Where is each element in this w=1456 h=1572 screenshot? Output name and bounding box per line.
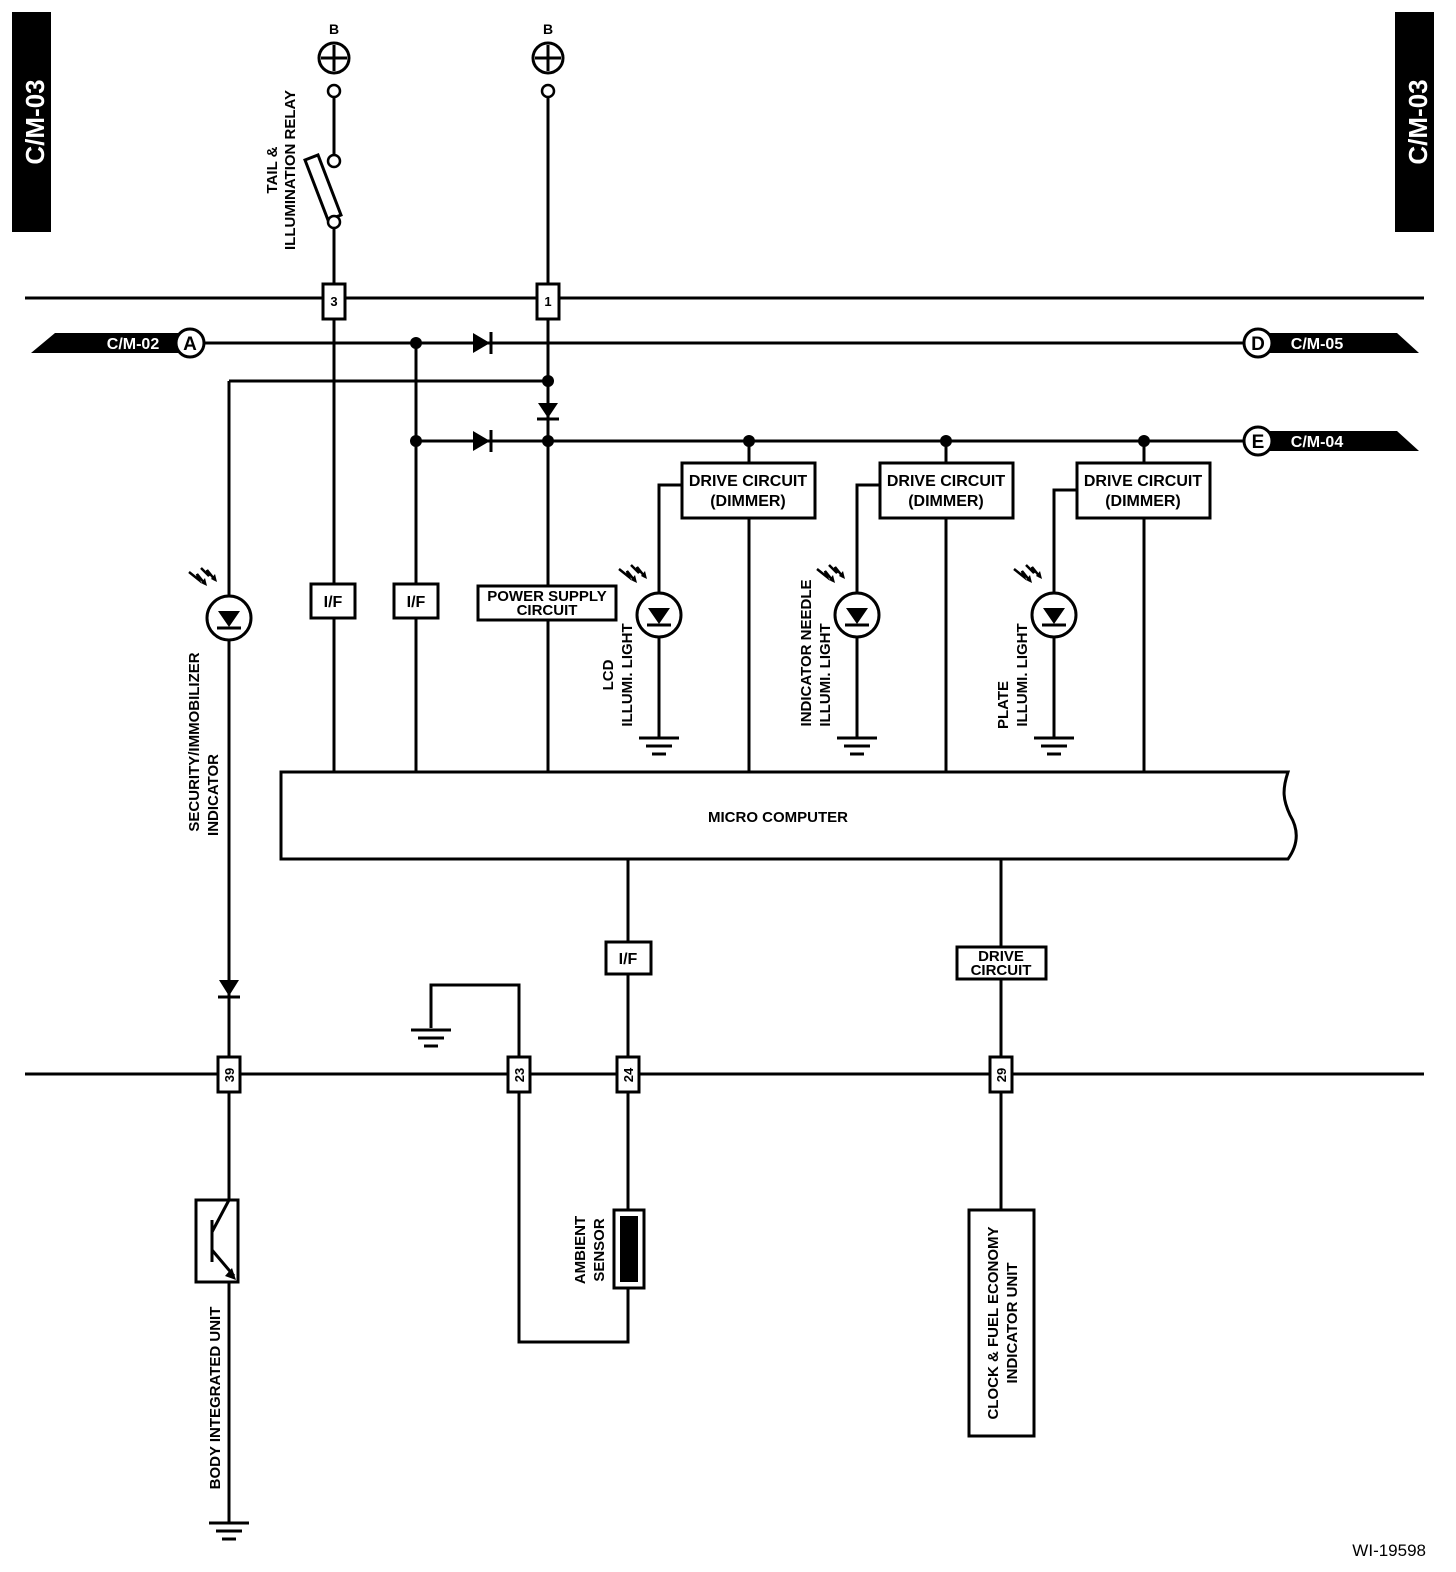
drive-circuit: DRIVE CIRCUIT — [955, 945, 1048, 981]
body-integrated-unit: BODY INTEGRATED UNIT — [194, 1092, 251, 1541]
drive-circuit-dimmer-2: DRIVE CIRCUIT (DIMMER) — [878, 461, 1015, 520]
svg-text:INDICATOR NEEDLE: INDICATOR NEEDLE — [798, 580, 815, 727]
drive-circuit-dimmer-1: DRIVE CIRCUIT (DIMMER) — [680, 461, 817, 520]
page-tag-right: C/M-03 — [1395, 12, 1434, 232]
svg-text:A: A — [183, 334, 197, 355]
svg-text:I/F: I/F — [407, 594, 426, 611]
svg-text:DRIVE CIRCUIT: DRIVE CIRCUIT — [887, 473, 1005, 490]
svg-text:3: 3 — [330, 294, 337, 309]
svg-text:D: D — [1251, 334, 1265, 355]
battery-terminal-right: B — [531, 21, 565, 99]
plate-illumi-light: PLATE ILLUMI. LIGHT — [995, 488, 1078, 756]
figure-id: WI-19598 — [1352, 1541, 1426, 1560]
page-tag-left: C/M-03 — [12, 12, 51, 232]
power-supply-circuit: POWER SUPPLY CIRCUIT — [476, 584, 618, 622]
diode-e — [473, 430, 493, 452]
diode-a — [473, 332, 493, 354]
svg-text:C/M-02: C/M-02 — [107, 336, 160, 353]
svg-text:MICRO COMPUTER: MICRO COMPUTER — [708, 809, 848, 826]
ambient-sensor: AMBIENT SENSOR — [517, 1092, 646, 1344]
svg-text:I/F: I/F — [619, 951, 638, 968]
svg-text:CIRCUIT: CIRCUIT — [971, 962, 1032, 979]
pin-29: 29 — [988, 1055, 1014, 1094]
connector-d: C/M-05 D — [1242, 327, 1419, 359]
svg-text:B: B — [543, 21, 553, 37]
svg-text:C/M-03: C/M-03 — [1403, 79, 1433, 164]
battery-terminal-left: B — [317, 21, 351, 99]
svg-text:(DIMMER): (DIMMER) — [908, 493, 984, 510]
tail-illumination-relay: TAIL & ILLUMINATION RELAY — [264, 90, 343, 284]
svg-text:C/M-05: C/M-05 — [1291, 336, 1344, 353]
pin-24: 24 — [615, 1055, 641, 1094]
svg-text:C/M-03: C/M-03 — [20, 79, 50, 164]
if-block-1: I/F — [309, 582, 357, 620]
svg-text:ILLUMI. LIGHT: ILLUMI. LIGHT — [619, 623, 636, 726]
pin-23: 23 — [506, 1055, 532, 1094]
svg-text:24: 24 — [621, 1067, 636, 1082]
svg-text:DRIVE: DRIVE — [978, 948, 1024, 965]
connector-e: C/M-04 E — [1242, 425, 1419, 457]
svg-text:B: B — [329, 21, 339, 37]
svg-text:29: 29 — [994, 1068, 1009, 1082]
svg-text:39: 39 — [222, 1068, 237, 1082]
pin-3: 3 — [321, 282, 347, 321]
svg-text:INDICATOR UNIT: INDICATOR UNIT — [1004, 1262, 1021, 1383]
svg-text:LCD: LCD — [600, 659, 617, 690]
pin-39: 39 — [216, 1055, 242, 1094]
micro-computer: MICRO COMPUTER — [279, 770, 1298, 861]
svg-text:POWER SUPPLY: POWER SUPPLY — [487, 588, 606, 605]
svg-text:C/M-04: C/M-04 — [1291, 434, 1344, 451]
connector-a: C/M-02 A — [31, 327, 206, 359]
svg-text:BODY INTEGRATED UNIT: BODY INTEGRATED UNIT — [207, 1307, 224, 1490]
svg-text:(DIMMER): (DIMMER) — [1105, 493, 1181, 510]
svg-text:TAIL &: TAIL & — [264, 146, 281, 193]
svg-text:ILLUMINATION RELAY: ILLUMINATION RELAY — [282, 90, 299, 250]
pin-1: 1 — [535, 282, 561, 321]
svg-text:CIRCUIT: CIRCUIT — [517, 602, 578, 619]
svg-text:23: 23 — [512, 1068, 527, 1082]
indicator-needle-illumi-light: INDICATOR NEEDLE ILLUMI. LIGHT — [798, 483, 881, 756]
svg-text:SENSOR: SENSOR — [591, 1218, 608, 1282]
svg-text:DRIVE CIRCUIT: DRIVE CIRCUIT — [689, 473, 807, 490]
svg-text:(DIMMER): (DIMMER) — [710, 493, 786, 510]
clock-fuel-economy-indicator-unit: CLOCK & FUEL ECONOMY INDICATOR UNIT — [967, 1092, 1036, 1438]
if-block-3: I/F — [604, 940, 653, 976]
if-block-2: I/F — [392, 582, 440, 620]
svg-text:ILLUMI. LIGHT: ILLUMI. LIGHT — [1014, 623, 1031, 726]
svg-text:PLATE: PLATE — [995, 681, 1012, 729]
svg-text:AMBIENT: AMBIENT — [572, 1216, 589, 1284]
svg-text:SECURITY/IMMOBILIZER: SECURITY/IMMOBILIZER — [186, 652, 203, 831]
svg-text:INDICATOR: INDICATOR — [205, 754, 222, 836]
drive-circuit-dimmer-3: DRIVE CIRCUIT (DIMMER) — [1075, 461, 1212, 520]
lcd-illumi-light: LCD ILLUMI. LIGHT — [600, 483, 683, 756]
svg-text:CLOCK & FUEL ECONOMY: CLOCK & FUEL ECONOMY — [985, 1226, 1002, 1419]
svg-text:DRIVE CIRCUIT: DRIVE CIRCUIT — [1084, 473, 1202, 490]
svg-text:E: E — [1252, 432, 1265, 453]
svg-text:1: 1 — [544, 294, 551, 309]
security-immobilizer-indicator: SECURITY/IMMOBILIZER INDICATOR — [186, 381, 253, 1062]
svg-text:I/F: I/F — [324, 594, 343, 611]
svg-text:ILLUMI. LIGHT: ILLUMI. LIGHT — [817, 623, 834, 726]
